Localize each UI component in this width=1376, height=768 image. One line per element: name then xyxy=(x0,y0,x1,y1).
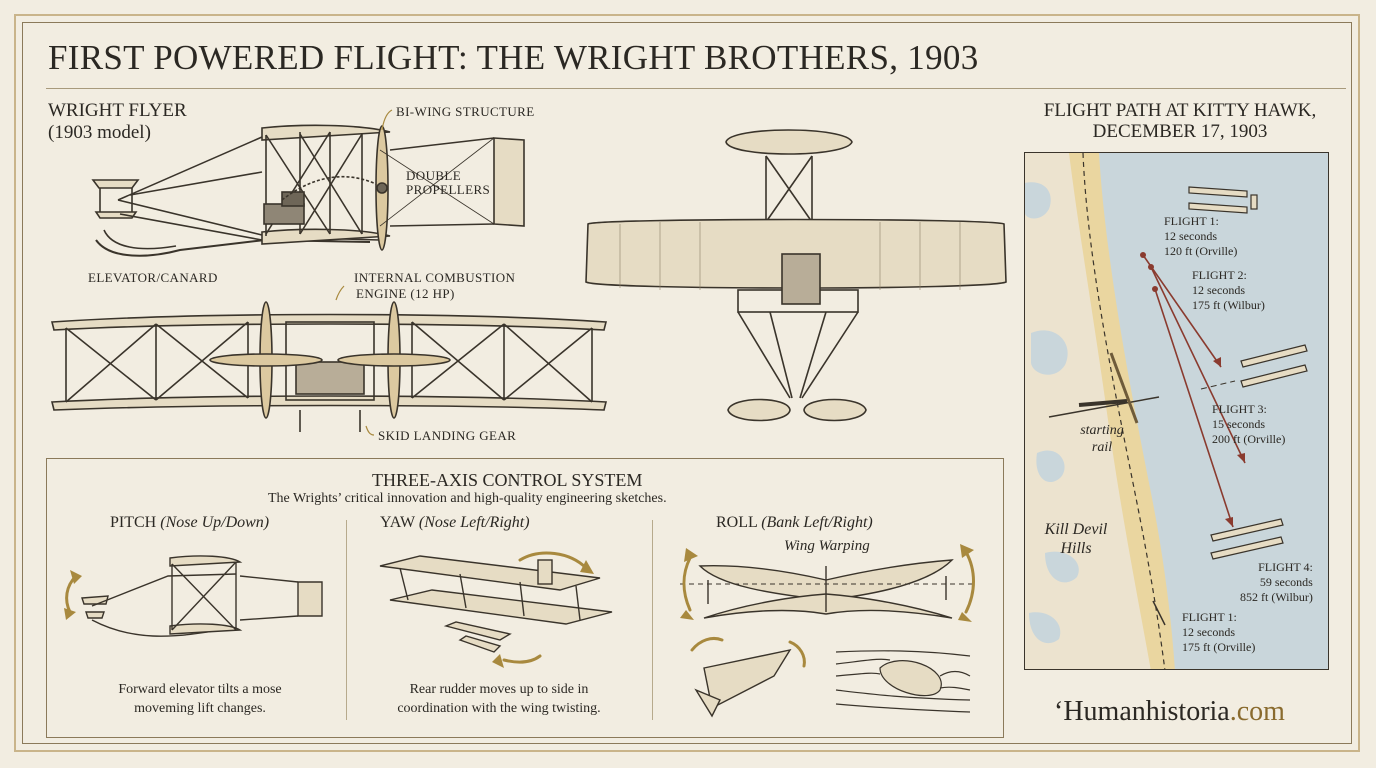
flight-3-duration: 15 seconds xyxy=(1212,417,1265,431)
engine-label-line2: ENGINE (12 HP) xyxy=(356,286,455,301)
brand-suffix: .com xyxy=(1229,696,1285,727)
flight-3-name: FLIGHT 3: xyxy=(1212,402,1267,416)
roll-detail: (Bank Left/Right) xyxy=(761,514,873,531)
map-title: FLIGHT PATH AT KITTY HAWK, DECEMBER 17, … xyxy=(1020,100,1340,142)
flight-5-duration: 12 seconds xyxy=(1182,625,1235,639)
pitch-detail: (Nose Up/Down) xyxy=(160,514,270,531)
control-subtitle: The Wrights’ critical innovation and hig… xyxy=(268,491,667,506)
flight-3-distance: 200 ft (Orville) xyxy=(1212,432,1286,446)
flight-4-distance: 852 ft (Wilbur) xyxy=(1240,590,1313,604)
flight-label-3: FLIGHT 3: 15 seconds 200 ft (Orville) xyxy=(1212,402,1285,447)
biwing-label: BI-WING STRUCTURE xyxy=(396,104,535,119)
flight-4-duration: 59 seconds xyxy=(1259,575,1313,589)
pitch-caption-line2: moveming lift changes. xyxy=(134,701,266,716)
flight-1-duration: 12 seconds xyxy=(1164,229,1217,243)
flight-2-name: FLIGHT 2: xyxy=(1192,268,1247,282)
elevator-label: ELEVATOR/CANARD xyxy=(88,270,218,285)
flight-label-2: FLIGHT 2: 12 seconds 175 ft (Wilbur) xyxy=(1192,268,1265,313)
flight-label-4: FLIGHT 4: 59 seconds 852 ft (Wilbur) xyxy=(1240,560,1313,605)
flight-5-distance: 175 ft (Orville) xyxy=(1182,640,1256,654)
flight-label-1: FLIGHT 1: 12 seconds 120 ft (Orville) xyxy=(1164,214,1237,259)
roll-label: ROLL xyxy=(716,514,758,531)
pitch-heading: PITCH (Nose Up/Down) xyxy=(110,514,269,532)
roll-sub: Wing Warping xyxy=(784,538,870,554)
inner-frame xyxy=(22,22,1352,744)
control-panel xyxy=(46,458,1004,738)
yaw-caption: Rear rudder moves up to side in coordina… xyxy=(352,680,646,718)
rail-label-line1: starting xyxy=(1080,423,1124,438)
rail-label-line2: rail xyxy=(1091,440,1113,455)
flight-1-name: FLIGHT 1: xyxy=(1164,214,1219,228)
place-label-line1: Kill Devil xyxy=(1044,521,1108,538)
propellers-label-line2: PROPELLERS xyxy=(406,182,491,197)
map-title-line2: DECEMBER 17, 1903 xyxy=(1092,121,1268,142)
yaw-caption-line2: coordination with the wing twisting. xyxy=(397,701,601,716)
roll-heading: ROLL (Bank Left/Right) xyxy=(716,514,873,532)
flyer-heading: WRIGHT FLYER xyxy=(48,100,187,121)
page-title: FIRST POWERED FLIGHT: THE WRIGHT BROTHER… xyxy=(48,38,979,77)
outer-frame xyxy=(14,14,1360,752)
rail-label: starting rail xyxy=(1070,422,1134,456)
control-divider-1 xyxy=(346,520,347,720)
flight-5-name: FLIGHT 1: xyxy=(1182,610,1237,624)
skid-label: SKID LANDING GEAR xyxy=(378,428,517,443)
title-divider xyxy=(46,88,1346,89)
brand-wordmark: ‘Humanhistoria.com xyxy=(1054,696,1285,728)
flyer-subheading: (1903 model) xyxy=(48,122,151,143)
flight-label-5: FLIGHT 1: 12 seconds 175 ft (Orville) xyxy=(1182,610,1255,655)
pitch-caption: Forward elevator tilts a mose moveming l… xyxy=(60,680,340,718)
flight-2-distance: 175 ft (Wilbur) xyxy=(1192,298,1265,312)
map-title-line1: FLIGHT PATH AT KITTY HAWK, xyxy=(1043,100,1317,121)
yaw-heading: YAW (Nose Left/Right) xyxy=(380,514,530,532)
pitch-label: PITCH xyxy=(110,514,157,531)
yaw-caption-line1: Rear rudder moves up to side in xyxy=(409,682,589,697)
flight-2-duration: 12 seconds xyxy=(1192,283,1245,297)
flight-path-map xyxy=(1024,152,1329,670)
control-title: THREE-AXIS CONTROL SYSTEM xyxy=(372,470,643,490)
engine-label-line1: INTERNAL COMBUSTION xyxy=(354,270,516,285)
brand-prefix: ‘Humanhistoria xyxy=(1054,696,1230,727)
map-drawing xyxy=(1025,153,1328,669)
propellers-label-line1: DOUBLE xyxy=(406,168,462,183)
flight-4-name: FLIGHT 4: xyxy=(1258,560,1313,574)
flight-1-distance: 120 ft (Orville) xyxy=(1164,244,1238,258)
place-label: Kill Devil Hills xyxy=(1036,520,1116,558)
place-label-line2: Hills xyxy=(1060,540,1092,557)
control-divider-2 xyxy=(652,520,653,720)
pitch-caption-line1: Forward elevator tilts a mose xyxy=(118,682,282,697)
yaw-label: YAW xyxy=(380,514,415,531)
yaw-detail: (Nose Left/Right) xyxy=(418,514,530,531)
